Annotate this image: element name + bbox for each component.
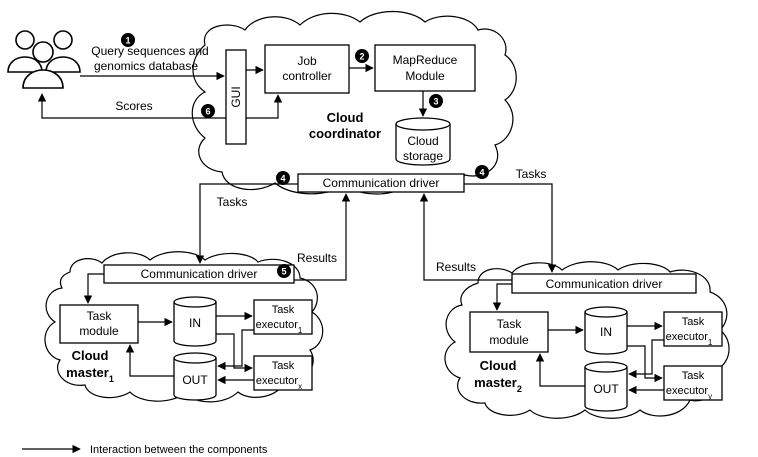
master2-communication-driver-label: Communication driver [546, 277, 663, 291]
master2-in-cylinder[interactable] [584, 306, 628, 355]
master2-executory-label: executory [666, 385, 712, 401]
step-6-badge: 6 [201, 104, 215, 118]
master1-executorx-label-task: Task [272, 360, 295, 372]
master1-executorx-label: executorx [256, 375, 302, 391]
step-4-badge-right: 4 [475, 165, 489, 179]
master1-task-module-label-1: Task [87, 309, 113, 323]
cloud-storage-cylinder[interactable] [395, 117, 451, 166]
svg-text:4: 4 [280, 174, 285, 184]
master1-in-cylinder[interactable] [173, 296, 217, 347]
coordinator-communication-driver-label: Communication driver [323, 176, 440, 190]
cloud-master2-label-2: master2 [474, 375, 522, 394]
master2-executor1-label: executor1 [666, 331, 713, 347]
tasks-label-right: Tasks [516, 167, 547, 181]
master2-in-label: IN [600, 325, 612, 339]
master2-task-module-label-1: Task [497, 317, 523, 331]
results-label-left: Results [297, 251, 337, 265]
svg-text:3: 3 [433, 97, 438, 107]
master1-task-module-box[interactable] [59, 304, 139, 344]
connector-arrows [22, 63, 664, 454]
svg-text:5: 5 [281, 267, 286, 277]
cloud-coordinator-label-2: coordinator [309, 126, 381, 141]
legend-label: Interaction between the components [90, 444, 268, 456]
master1-out-cylinder[interactable] [173, 352, 217, 401]
cloud-master1-label-1: Cloud [72, 348, 109, 363]
master2-out-label: OUT [593, 382, 619, 396]
cloud-master2-label-1: Cloud [480, 358, 517, 373]
step-5-badge: 5 [277, 264, 291, 278]
step-2-badge: 2 [355, 49, 369, 63]
mapreduce-label-2: Module [405, 69, 445, 83]
users-icon [7, 30, 81, 89]
cloud-storage-label-2: storage [403, 149, 443, 163]
master2-task-executor-y-box[interactable] [663, 365, 723, 401]
svg-text:1: 1 [125, 36, 130, 46]
cloud-coordinator-label-1: Cloud [327, 110, 364, 125]
master1-communication-driver-label: Communication driver [141, 267, 258, 281]
step-4-badge-left: 4 [276, 171, 290, 185]
query-label-1: Query sequences and [91, 44, 208, 58]
mapreduce-module-box[interactable] [374, 44, 476, 92]
svg-text:4: 4 [479, 168, 484, 178]
query-label-2: genomics database [94, 59, 198, 73]
tasks-label-left: Tasks [217, 195, 248, 209]
svg-text:6: 6 [205, 107, 210, 117]
master2-executory-label-task: Task [682, 370, 705, 382]
master2-task-executor-1-box[interactable] [663, 311, 723, 347]
job-controller-label-1: Job [297, 54, 317, 68]
master2-executor1-label-task: Task [682, 316, 705, 328]
master1-in-label: IN [189, 316, 201, 330]
step-1-badge: 1 [121, 33, 135, 47]
gui-box[interactable] [225, 49, 247, 145]
master2-out-cylinder[interactable] [584, 361, 628, 412]
step-3-badge: 3 [429, 94, 443, 108]
gui-label: GUI [229, 86, 243, 107]
results-label-right: Results [436, 260, 476, 274]
master1-task-executor-1-box[interactable] [253, 299, 313, 335]
master1-executor1-label-task: Task [272, 304, 295, 316]
master1-task-executor-x-box[interactable] [253, 355, 313, 391]
master1-task-module-label-2: module [79, 324, 119, 338]
job-controller-label-2: controller [282, 69, 331, 83]
svg-text:2: 2 [359, 52, 364, 62]
coordinator-communication-driver-box[interactable] [297, 173, 465, 193]
master1-executor1-label: executor1 [256, 319, 303, 335]
mapreduce-label-1: MapReduce [393, 53, 458, 67]
master2-task-module-label-2: module [489, 333, 529, 347]
master1-out-label: OUT [182, 373, 208, 387]
cloud-master1-label-2: master1 [66, 365, 114, 384]
cloud-storage-label-1: Cloud [407, 134, 438, 148]
job-controller-box[interactable] [264, 44, 350, 94]
scores-label: Scores [115, 99, 152, 113]
master2-task-module-box[interactable] [469, 311, 549, 353]
